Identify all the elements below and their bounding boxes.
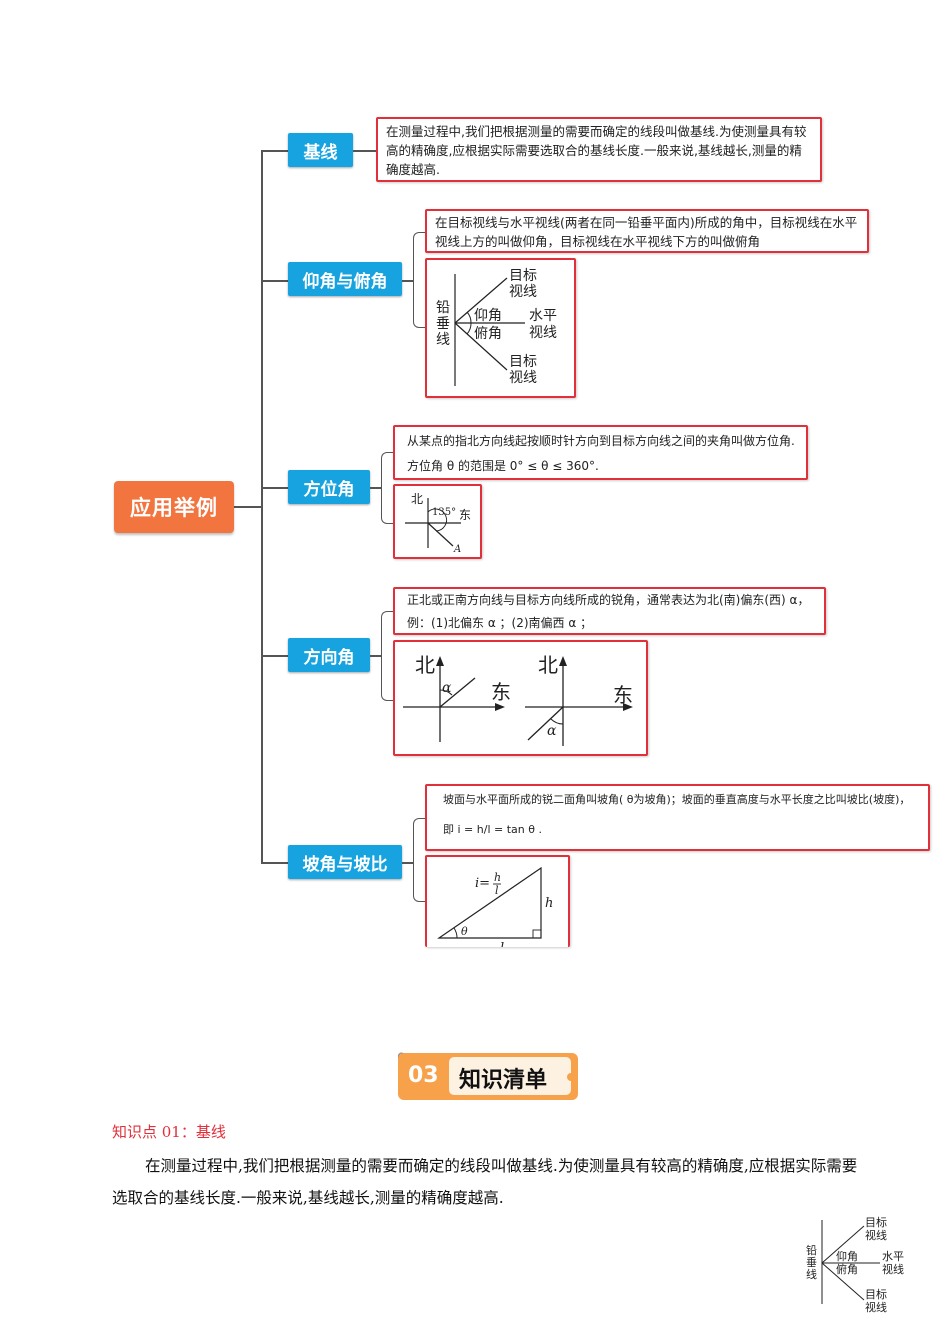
elevation-link <box>402 280 413 282</box>
small-horizontal-2: 视线 <box>882 1262 904 1276</box>
node-slope: 坡角与坡比 <box>288 845 402 879</box>
direction-east-1: 东 <box>491 680 511 704</box>
node-elevation: 仰角与俯角 <box>288 262 402 296</box>
elev-plumb-2: 垂 <box>436 316 450 332</box>
azimuth-north: 北 <box>411 492 423 506</box>
small-target-bottom-1: 目标 <box>865 1287 887 1301</box>
section-badge: 03 知识清单 <box>398 1052 578 1100</box>
slope-l-label: l <box>500 941 504 947</box>
branch-elevation <box>261 280 288 282</box>
azimuth-point: A <box>453 544 461 555</box>
azimuth-angle: 135° <box>432 507 456 518</box>
slope-definition-box: 坡面与水平面所成的锐二面角叫坡角( θ为坡角)；坡面的垂直高度与水平长度之比叫坡… <box>425 784 930 851</box>
section-number: 03 <box>408 1063 439 1088</box>
azimuth-diagram: 北 135° 东 A <box>405 492 471 555</box>
small-horizontal-1: 水平 <box>882 1250 904 1263</box>
node-direction: 方向角 <box>288 638 370 672</box>
small-target-bottom-2: 视线 <box>865 1300 887 1314</box>
baseline-definition: 在测量过程中,我们把根据测量的需要而确定的线段叫做基线.为使测量具有较高的精确度… <box>386 124 807 177</box>
baseline-link <box>353 150 376 152</box>
direction-bracket <box>381 611 394 701</box>
azimuth-definition-box: 从某点的指北方向线起按顺时针方向到目标方向线之间的夹角叫做方位角. 方位角 θ … <box>393 425 808 480</box>
elevation-definition: 在目标视线与水平视线(两者在同一铅垂平面内)所成的角中，目标视线在水平视线上方的… <box>435 215 858 249</box>
direction-alpha-2: α <box>547 723 557 739</box>
root-node: 应用举例 <box>114 481 234 533</box>
direction-definition-2: 例：(1)北偏东 α ；(2)南偏西 α ； <box>407 616 593 630</box>
elev-plumb-3: 线 <box>436 332 450 348</box>
baseline-definition-box: 在测量过程中,我们把根据测量的需要而确定的线段叫做基线.为使测量具有较高的精确度… <box>376 117 822 182</box>
elev-target-top-2: 视线 <box>509 284 537 300</box>
azimuth-east: 东 <box>459 508 471 522</box>
small-elevation-label: 仰角 <box>836 1249 858 1263</box>
elev-horizontal-1: 水平 <box>529 308 557 324</box>
elevation-figure-small: 目标 视线 铅 垂 线 仰角 俯角 水平 视线 目标 视线 <box>806 1215 904 1314</box>
node-azimuth: 方位角 <box>288 470 370 504</box>
direction-definition-1: 正北或正南方向线与目标方向线所成的锐角，通常表达为北(南)偏东(西) α， <box>407 593 810 607</box>
azimuth-definition-2: 方位角 θ 的范围是 0° ≤ θ ≤ 360°. <box>407 459 599 473</box>
small-plumb-2: 垂 <box>806 1256 817 1269</box>
elevation-diagram: 目标 视线 铅 垂 线 仰角 俯角 水平 视线 目标 视线 <box>436 268 557 386</box>
azimuth-diagram-box: 北 135° 东 A <box>393 484 482 559</box>
elevation-diagram-box: 目标 视线 铅 垂 线 仰角 俯角 水平 视线 目标 视线 <box>425 258 576 398</box>
small-target-top-1: 目标 <box>865 1215 887 1229</box>
slope-ratio-label: i= <box>475 876 490 891</box>
elevation-definition-box: 在目标视线与水平视线(两者在同一铅垂平面内)所成的角中，目标视线在水平视线上方的… <box>425 209 869 253</box>
branch-azimuth <box>261 487 288 489</box>
direction-diagram: 北 α 东 北 α 东 <box>403 653 633 746</box>
branch-baseline <box>261 150 288 152</box>
branch-direction <box>261 655 288 657</box>
slope-diagram: i= h l h θ l <box>437 866 553 947</box>
elev-target-top-1: 目标 <box>509 268 537 284</box>
azimuth-bracket <box>381 452 394 524</box>
direction-north-2: 北 <box>538 653 558 677</box>
slope-definition-2: 即 i = h/l = tan θ . <box>443 823 542 836</box>
direction-north-1: 北 <box>415 653 435 677</box>
elev-elevation-label: 仰角 <box>474 308 502 324</box>
small-plumb-1: 铅 <box>806 1243 817 1257</box>
elev-plumb-1: 铅 <box>436 300 450 316</box>
slope-h-label: h <box>545 896 553 911</box>
elev-horizontal-2: 视线 <box>529 325 557 341</box>
direction-diagram-box: 北 α 东 北 α 东 <box>393 640 648 756</box>
node-baseline: 基线 <box>288 133 353 167</box>
azimuth-definition-1: 从某点的指北方向线起按顺时针方向到目标方向线之间的夹角叫做方位角. <box>407 434 795 448</box>
azimuth-link <box>370 487 381 489</box>
small-target-top-2: 视线 <box>865 1228 887 1242</box>
small-plumb-3: 线 <box>806 1267 817 1281</box>
slope-link <box>402 862 413 864</box>
slope-definition-1: 坡面与水平面所成的锐二面角叫坡角( θ为坡角)；坡面的垂直高度与水平长度之比叫坡… <box>443 793 911 806</box>
small-depression-label: 俯角 <box>836 1262 858 1276</box>
trunk-line <box>261 150 263 863</box>
elev-target-bottom-1: 目标 <box>509 354 537 370</box>
direction-alpha-1: α <box>442 680 452 696</box>
knowledge-point-title: 知识点 01：基线 <box>112 1123 226 1141</box>
slope-bracket <box>413 818 426 902</box>
direction-link <box>370 655 381 657</box>
knowledge-point-paragraph: 在测量过程中,我们把根据测量的需要而确定的线段叫做基线.为使测量具有较高的精确度… <box>112 1157 858 1207</box>
root-connector <box>234 506 262 508</box>
slope-diagram-box: i= h l h θ l <box>425 855 570 947</box>
slope-ratio-l: l <box>495 884 499 897</box>
branch-slope <box>261 862 288 864</box>
direction-east-2: 东 <box>613 683 633 707</box>
slope-ratio-h: h <box>494 871 501 884</box>
section-badge-graphic <box>398 1052 578 1100</box>
elev-depression-label: 俯角 <box>474 326 502 342</box>
direction-definition-box: 正北或正南方向线与目标方向线所成的锐角，通常表达为北(南)偏东(西) α， 例：… <box>393 587 826 635</box>
elev-target-bottom-2: 视线 <box>509 370 537 386</box>
slope-theta-label: θ <box>461 925 468 938</box>
elevation-bracket <box>413 232 426 328</box>
section-title: 知识清单 <box>459 1068 548 1093</box>
